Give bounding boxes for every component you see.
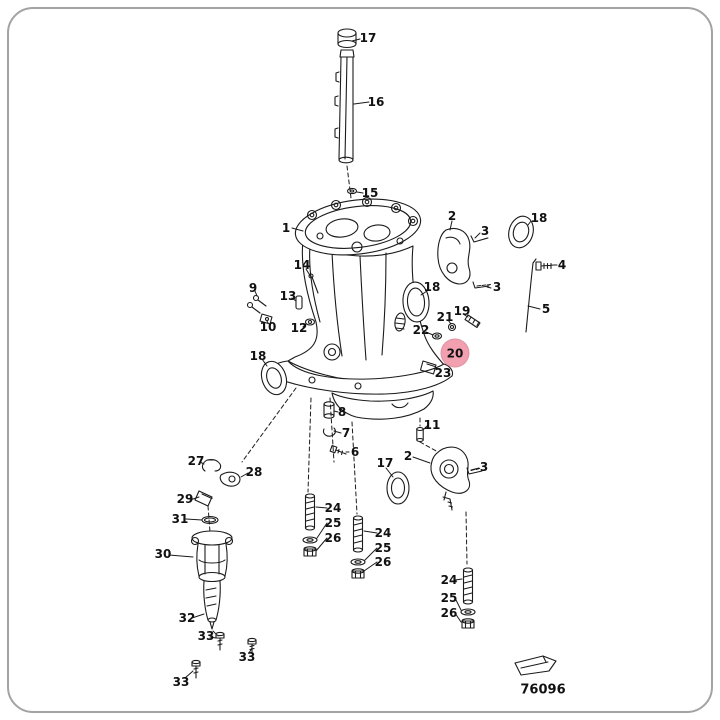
part-label-18[interactable]: 18	[423, 280, 441, 294]
part-label-2[interactable]: 2	[403, 449, 413, 463]
figure-number: 76096	[520, 682, 566, 698]
part-label-18[interactable]: 18	[530, 211, 548, 225]
part-label-25[interactable]: 25	[440, 591, 458, 605]
part-label-7[interactable]: 7	[341, 426, 351, 440]
part-label-29[interactable]: 29	[176, 492, 194, 506]
part-label-17[interactable]: 17	[376, 456, 394, 470]
part-label-3[interactable]: 3	[479, 460, 489, 474]
part-label-2[interactable]: 2	[447, 209, 457, 223]
part-label-21[interactable]: 21	[436, 310, 454, 324]
part-label-11[interactable]: 11	[423, 418, 441, 432]
part-label-24[interactable]: 24	[440, 573, 458, 587]
part-label-8[interactable]: 8	[337, 405, 347, 419]
part-label-28[interactable]: 28	[245, 465, 263, 479]
part-label-33[interactable]: 33	[238, 650, 256, 664]
part-label-9[interactable]: 9	[248, 281, 258, 295]
part-label-32[interactable]: 32	[178, 611, 196, 625]
part-label-13[interactable]: 13	[279, 289, 297, 303]
part-label-25[interactable]: 25	[324, 516, 342, 530]
part-label-5[interactable]: 5	[541, 302, 551, 316]
part-label-16[interactable]: 16	[367, 95, 385, 109]
part-label-15[interactable]: 15	[361, 186, 379, 200]
part-label-3[interactable]: 3	[480, 224, 490, 238]
part-label-26[interactable]: 26	[324, 531, 342, 545]
part-label-24[interactable]: 24	[324, 501, 342, 515]
part-label-19[interactable]: 19	[453, 304, 471, 318]
part-label-3[interactable]: 3	[492, 280, 502, 294]
part-label-23[interactable]: 23	[434, 366, 452, 380]
part-label-31[interactable]: 31	[171, 512, 189, 526]
part-label-17[interactable]: 17	[359, 31, 377, 45]
part-label-6[interactable]: 6	[350, 445, 360, 459]
part-label-26[interactable]: 26	[374, 555, 392, 569]
part-label-1[interactable]: 1	[281, 221, 291, 235]
part-label-24[interactable]: 24	[374, 526, 392, 540]
part-label-22[interactable]: 22	[412, 323, 430, 337]
part-label-10[interactable]: 10	[259, 320, 277, 334]
part-label-27[interactable]: 27	[187, 454, 205, 468]
part-label-18[interactable]: 18	[249, 349, 267, 363]
part-label-20[interactable]: 20	[440, 338, 470, 368]
part-label-12[interactable]: 12	[290, 321, 308, 335]
part-label-30[interactable]: 30	[154, 547, 172, 561]
part-label-33[interactable]: 33	[172, 675, 190, 689]
part-label-33[interactable]: 33	[197, 629, 215, 643]
part-label-25[interactable]: 25	[374, 541, 392, 555]
part-label-26[interactable]: 26	[440, 606, 458, 620]
part-label-14[interactable]: 14	[293, 258, 311, 272]
part-label-4[interactable]: 4	[557, 258, 567, 272]
